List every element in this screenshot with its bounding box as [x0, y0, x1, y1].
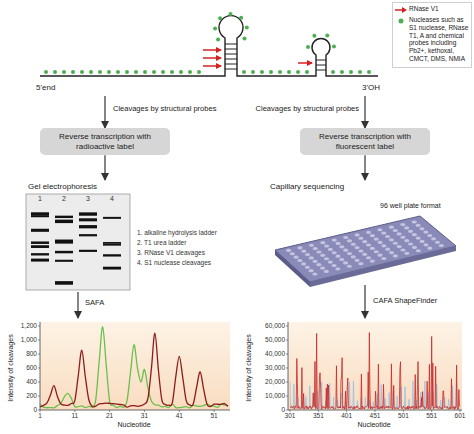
tick-label: 401: [341, 412, 352, 420]
tick-label: 551: [426, 412, 437, 420]
figure-panel: 5'end 3'OH: [30, 4, 390, 96]
tick-label: 50,000: [265, 336, 285, 344]
panel-text: 96 well plate format: [380, 202, 441, 210]
tick-label: 200: [26, 392, 37, 400]
rna-structure: [40, 16, 378, 76]
tick-label: 301: [285, 412, 296, 420]
tick-label: 800: [26, 350, 37, 358]
edge-label: Cleavages by structural probes: [255, 104, 360, 113]
box-text: Reverse transcription with fluorescent l…: [306, 132, 424, 151]
edge-label: CAFA ShapeFinder: [372, 296, 438, 305]
tick-label: 1: [38, 412, 42, 420]
panel-text: Intensity of cleavages: [245, 334, 253, 401]
axis-ticks: [38, 326, 460, 412]
lane-key: 2. T1 urea ladder: [137, 239, 186, 247]
well-plate-side: [310, 246, 456, 287]
arrow-sample: [395, 6, 407, 14]
process-box: Reverse transcription with radioactive l…: [40, 128, 170, 155]
flow-arrow: [77, 292, 78, 318]
tick-label: 0: [281, 406, 285, 414]
panel-text: Intensity of cleavages: [7, 334, 15, 401]
tick-label: 21: [106, 412, 113, 420]
box-text: Reverse transcription with radioactive l…: [46, 132, 164, 151]
lane-number: 4: [110, 195, 114, 203]
flow-arrow: [364, 155, 365, 180]
tick-label: 20,000: [265, 378, 285, 386]
edge-label: Cleavages by structural probes: [112, 104, 217, 113]
tick-label: 1,000: [21, 336, 37, 344]
lane-number: 3: [86, 195, 90, 203]
process-box: Reverse transcription with fluorescent l…: [300, 128, 430, 155]
panel-text: 3'OH: [362, 83, 380, 93]
tick-label: 451: [370, 412, 381, 420]
tick-label: 351: [313, 412, 324, 420]
legend-text: Nucleases such as S1 nuclease, RNase T1,…: [409, 16, 469, 63]
tick-label: 11: [71, 412, 78, 420]
legend-text: RNase V1: [409, 5, 439, 13]
edge-label: SAFA: [84, 298, 105, 307]
chart-panel: [40, 322, 230, 410]
legend-entry: RNase V1: [395, 5, 469, 14]
gel-lanes: [31, 212, 121, 284]
tick-label: 10,000: [265, 392, 285, 400]
panel-text: Nucleotide: [357, 421, 390, 429]
chart-axes: [40, 322, 462, 410]
tick-label: 30,000: [265, 364, 285, 372]
lane-number: 2: [62, 195, 66, 203]
flow-arrow: [364, 96, 365, 128]
chart-panel: [288, 322, 462, 410]
tick-label: 400: [26, 378, 37, 386]
lane-key: 1. alkaline hydrolysis ladder: [137, 229, 217, 237]
tick-label: 31: [141, 412, 148, 420]
tick-label: 0: [33, 406, 37, 414]
tick-label: 60,000: [265, 322, 285, 330]
flow-arrow: [104, 155, 105, 180]
figure-panel: Capillary sequencing 96 well plate format: [262, 180, 468, 285]
tick-label: 601: [455, 412, 466, 420]
tick-label: 51: [210, 412, 217, 420]
tick-label: 600: [26, 364, 37, 372]
dot-sample: [395, 17, 407, 25]
gel: [26, 194, 130, 290]
panel-text: Gel electrophoresis: [28, 182, 97, 192]
chart-series: [40, 327, 460, 409]
tick-label: 501: [398, 412, 409, 420]
tick-label: 1,200: [21, 322, 37, 330]
lane-number: 1: [38, 195, 42, 203]
tick-label: 40,000: [265, 350, 285, 358]
tick-label: 41: [176, 412, 183, 420]
legend-entry: Nucleases such as S1 nuclease, RNase T1,…: [395, 16, 469, 63]
panel-text: Nucleotide: [117, 421, 150, 429]
lane-key: 3. RNase V1 cleavages: [137, 249, 205, 257]
wells: [286, 220, 444, 275]
flow-arrow: [104, 96, 105, 128]
panel-text: 5'end: [36, 83, 55, 93]
base-pairs: [225, 44, 326, 70]
lane-key: 4. S1 nuclease cleavages: [137, 259, 211, 267]
panel-text: Capillary sequencing: [270, 182, 344, 192]
legend: RNase V1 Nucleases such as S1 nuclease, R…: [392, 2, 472, 68]
rnase-v1-arrows: [203, 50, 312, 66]
flow-arrow: [364, 285, 365, 318]
cleavage-dots: [44, 12, 371, 74]
well-plate-side: [275, 250, 310, 287]
